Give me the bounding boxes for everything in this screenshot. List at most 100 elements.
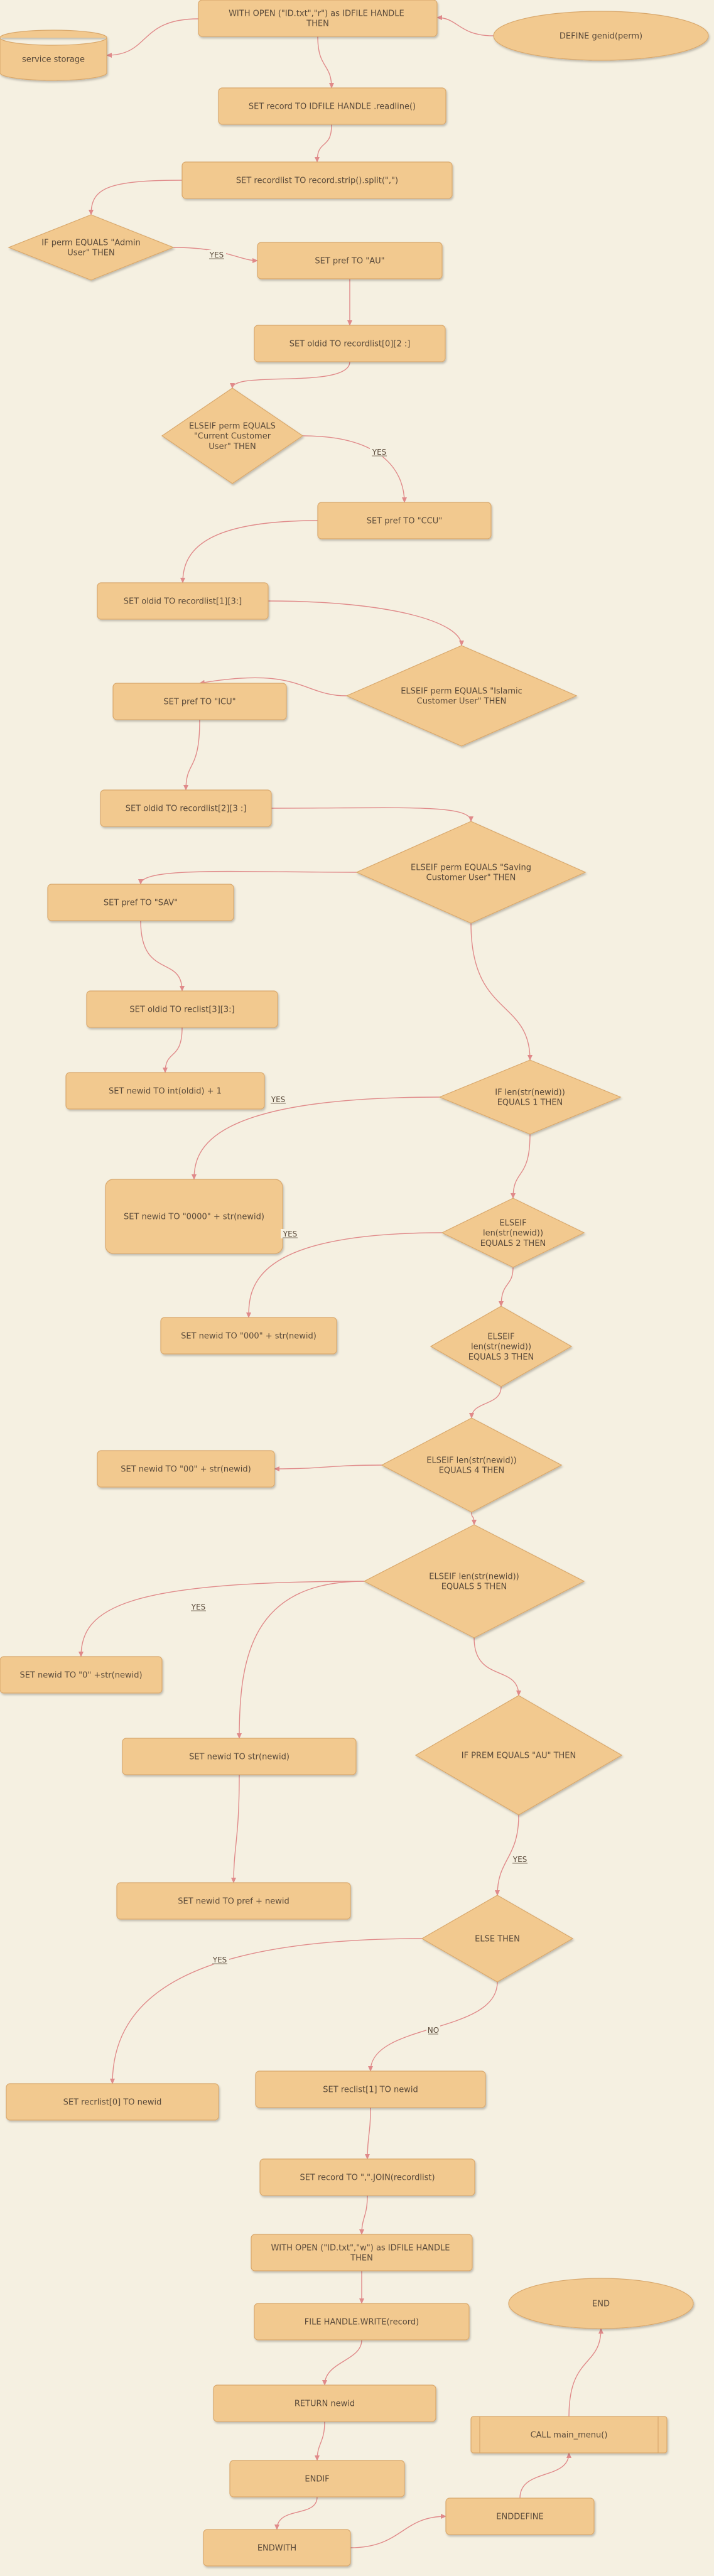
edge-n26-n29 — [473, 1637, 521, 1696]
node-label: SET newid TO "0" +str(newid) — [19, 1671, 142, 1680]
node-n34-rect[interactable]: SET record TO ",".JOIN(recordlist) — [259, 2158, 475, 2196]
node-label: SET oldid TO reclist[3][3:] — [129, 1005, 234, 1015]
node-n2-ellipse[interactable]: DEFINE genid(perm) — [493, 11, 709, 61]
node-n28-rect[interactable]: SET newid TO str(newid) — [122, 1738, 357, 1775]
edge-n4-n5 — [315, 124, 332, 163]
rect-shape — [254, 325, 446, 362]
node-n16-rect[interactable]: SET pref TO "SAV" — [47, 884, 234, 921]
node-label: WITH OPEN ("ID.txt","r") as IDFILE HANDL… — [229, 9, 407, 28]
node-n3-cylinder[interactable]: service storage — [0, 30, 107, 81]
rect-shape — [47, 884, 234, 921]
rect-shape — [86, 990, 278, 1028]
edge-n13-n14 — [183, 719, 200, 791]
node-n29-diamond[interactable]: IF PREM EQUALS "AU" THEN — [414, 1695, 623, 1816]
edge-n16-n17 — [140, 920, 185, 992]
node-n40-rect[interactable]: ENDIF — [229, 2460, 405, 2498]
node-label: SET recordlist TO record.strip().split("… — [236, 176, 398, 186]
node-n35-rect[interactable]: WITH OPEN ("ID.txt","w") as IDFILE HANDL… — [251, 2234, 473, 2271]
node-n36-rect[interactable]: FILE HANDLE.WRITE(record) — [254, 2303, 470, 2341]
node-label: SET newid TO "000" + str(newid) — [181, 1332, 316, 1341]
node-n10-rect[interactable]: SET pref TO "CCU" — [317, 502, 492, 539]
edge-label-text: YES — [271, 1095, 286, 1104]
edge-n15-n16 — [138, 870, 357, 885]
node-n11-rect[interactable]: SET oldid TO recordlist[1][3:] — [97, 582, 269, 620]
ellipse-shape — [508, 2278, 694, 2329]
diamond-shape — [355, 821, 587, 924]
edge-n29-n31 — [495, 1814, 519, 1896]
edge-n26-n28 — [237, 1581, 365, 1739]
rect-shape — [112, 683, 287, 720]
edge-n1-n3 — [106, 18, 199, 58]
rect-shape — [0, 1656, 163, 1694]
diamond-shape — [381, 1417, 563, 1513]
node-n7-rect[interactable]: SET pref TO "AU" — [257, 242, 443, 279]
node-label: FILE HANDLE.WRITE(record) — [305, 2318, 419, 2327]
edge-label-text: NO — [428, 2026, 439, 2035]
node-n4-rect[interactable]: SET record TO IDFILE HANDLE .readline() — [218, 87, 446, 125]
node-n42-rect[interactable]: ENDWITH — [203, 2529, 351, 2567]
diamond-shape — [430, 1306, 573, 1387]
node-n39-process[interactable]: CALL main_menu() — [470, 2416, 668, 2454]
edge-n26-n27 — [78, 1581, 365, 1657]
node-n22-rect[interactable]: SET newid TO "000" + str(newid) — [160, 1317, 337, 1355]
rect-shape — [116, 1882, 351, 1920]
rect-shape — [255, 2070, 486, 2108]
edge-n11-n12 — [268, 600, 464, 646]
node-n27-rect[interactable]: SET newid TO "0" +str(newid) — [0, 1656, 163, 1694]
node-label: SET newid TO str(newid) — [189, 1753, 289, 1762]
rect-shape — [445, 2498, 595, 2535]
node-label: SET reclist[1] TO newid — [323, 2086, 418, 2095]
node-label: SET record TO IDFILE HANDLE .readline() — [249, 102, 416, 112]
edge-n34-n35 — [359, 2195, 368, 2235]
node-n20-rect[interactable]: SET newid TO "0000" + str(newid) — [105, 1179, 283, 1254]
node-n14-rect[interactable]: SET oldid TO recordlist[2][3 :] — [100, 789, 272, 827]
rect-shape — [105, 1179, 283, 1254]
rect-shape — [122, 1738, 357, 1775]
node-label: SET newid TO "00" + str(newid) — [121, 1465, 251, 1475]
node-n25-rect[interactable]: SET newid TO "00" + str(newid) — [97, 1450, 275, 1488]
node-n33-rect[interactable]: SET reclist[1] TO newid — [255, 2070, 486, 2108]
edge-label-text: YES — [372, 448, 387, 457]
diamond-shape — [438, 1059, 622, 1135]
rect-shape — [317, 502, 492, 539]
rect-shape — [160, 1317, 337, 1355]
node-n31-diamond[interactable]: ELSE THEN — [421, 1895, 574, 1983]
node-n38-rect[interactable]: RETURN newid — [213, 2384, 436, 2422]
node-label: ELSEIF len(str(newid))EQUALS 5 THEN — [429, 1572, 519, 1591]
node-n41-rect[interactable]: ENDDEFINE — [445, 2498, 595, 2535]
node-n8-rect[interactable]: SET oldid TO recordlist[0][2 :] — [254, 325, 446, 362]
rect-shape — [65, 1072, 265, 1110]
edge-n2-n1 — [436, 15, 494, 36]
node-label: ELSE THEN — [475, 1935, 520, 1944]
node-n30-rect[interactable]: SET newid TO pref + newid — [116, 1882, 351, 1920]
node-label: SET oldid TO recordlist[1][3:] — [124, 597, 242, 607]
edge-label-n6-n7: YES — [207, 250, 226, 259]
process-shape — [470, 2416, 668, 2454]
diamond-shape — [421, 1895, 574, 1983]
node-n26-diamond[interactable]: ELSEIF len(str(newid))EQUALS 5 THEN — [363, 1524, 585, 1638]
edge-n10-n11 — [180, 520, 318, 583]
node-n18-rect[interactable]: SET newid TO int(oldid) + 1 — [65, 1072, 265, 1110]
node-n32-rect[interactable]: SET recrlist[0] TO newid — [6, 2083, 219, 2121]
node-label: SET newid TO "0000" + str(newid) — [124, 1213, 264, 1222]
diamond-shape — [441, 1198, 585, 1268]
node-n17-rect[interactable]: SET oldid TO reclist[3][3:] — [86, 990, 278, 1028]
node-n13-rect[interactable]: SET pref TO "ICU" — [112, 683, 287, 720]
node-n24-diamond[interactable]: ELSEIF len(str(newid))EQUALS 4 THEN — [381, 1417, 563, 1513]
edge-n42-n41 — [350, 2514, 446, 2548]
node-label: ENDIF — [305, 2475, 329, 2484]
node-n5-rect[interactable]: SET recordlist TO record.strip().split("… — [181, 161, 453, 199]
node-n19-diamond[interactable]: IF len(str(newid))EQUALS 1 THEN — [438, 1059, 622, 1135]
node-n1-rect[interactable]: WITH OPEN ("ID.txt","r") as IDFILE HANDL… — [198, 0, 438, 37]
node-n37-ellipse[interactable]: END — [508, 2278, 694, 2329]
node-label: SET newid TO pref + newid — [178, 1897, 289, 1907]
